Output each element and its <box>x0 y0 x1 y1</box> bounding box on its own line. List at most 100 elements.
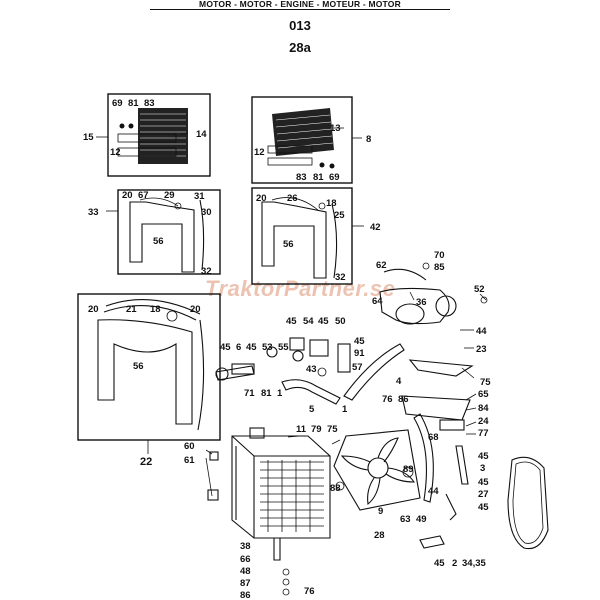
callout-3: 3 <box>480 463 485 474</box>
callout-43: 43 <box>306 364 317 375</box>
callout-84: 84 <box>478 403 489 414</box>
page-code: 28a <box>289 40 311 55</box>
callout-36: 36 <box>416 297 427 308</box>
callout-11: 11 <box>296 424 307 435</box>
callout-75: 75 <box>327 424 338 435</box>
callout-45: 45 <box>286 316 297 327</box>
callout-1: 1 <box>342 404 348 415</box>
callout-62: 62 <box>376 260 387 271</box>
callout-69: 69 <box>329 172 340 183</box>
callout-66: 66 <box>240 554 251 565</box>
leader-lines <box>181 127 487 497</box>
callout-20: 20 <box>122 190 133 201</box>
callout-18: 18 <box>150 304 161 315</box>
callout-68: 68 <box>428 432 439 443</box>
callout-20: 20 <box>88 304 99 315</box>
detail-box-shroud-42 <box>251 187 364 285</box>
callout-26: 26 <box>287 193 298 204</box>
callout-44: 44 <box>428 486 439 497</box>
watermark: TraktorPartner.se <box>205 276 396 301</box>
callout-45: 45 <box>220 342 231 353</box>
callout-86: 86 <box>398 394 409 405</box>
callout-55: 55 <box>278 342 289 353</box>
callout-77: 77 <box>478 428 489 439</box>
callout-5: 5 <box>309 404 315 415</box>
callout-75: 75 <box>480 377 491 388</box>
callout-45: 45 <box>434 558 445 569</box>
callout-34-35: 34,35 <box>462 558 486 569</box>
callout-38: 38 <box>240 541 251 552</box>
callout-76: 76 <box>304 586 315 597</box>
callout-60: 60 <box>184 441 195 452</box>
callout-20: 20 <box>256 193 267 204</box>
callout-52: 52 <box>474 284 485 295</box>
callout-54: 54 <box>303 316 314 327</box>
callout-81: 81 <box>128 98 139 109</box>
callout-85: 85 <box>434 262 445 273</box>
callout-88: 88 <box>330 483 341 494</box>
detail-box-grille-left <box>96 93 211 177</box>
cooling-fan <box>333 429 421 511</box>
radiator-assembly <box>207 427 331 596</box>
callout-81: 81 <box>261 388 272 399</box>
callout-33: 33 <box>88 207 99 218</box>
header-title-bar: MOTOR - MOTOR - ENGINE - MOTEUR - MOTOR <box>150 0 450 10</box>
callout-69: 69 <box>112 98 123 109</box>
callout-20: 20 <box>190 304 201 315</box>
callout-45: 45 <box>478 477 489 488</box>
callout-83: 83 <box>296 172 307 183</box>
callout-44: 44 <box>476 326 487 337</box>
callout-45: 45 <box>478 451 489 462</box>
callout-2: 2 <box>452 558 457 569</box>
callout-91: 91 <box>354 348 365 359</box>
callout-1: 1 <box>277 388 283 399</box>
callout-53: 53 <box>262 342 273 353</box>
callout-79: 79 <box>311 424 322 435</box>
callout-21: 21 <box>126 304 137 315</box>
callout-25: 25 <box>334 210 345 221</box>
callout-56: 56 <box>133 361 144 372</box>
callout-48: 48 <box>240 566 251 577</box>
callout-24: 24 <box>478 416 489 427</box>
thermostat-group <box>215 337 351 381</box>
callout-57: 57 <box>352 362 363 373</box>
callout-56: 56 <box>153 236 164 247</box>
callout-13: 13 <box>330 123 341 134</box>
callout-4: 4 <box>396 376 402 387</box>
callout-15: 15 <box>83 132 94 143</box>
callout-45: 45 <box>246 342 257 353</box>
callout-14: 14 <box>196 129 207 140</box>
callout-86: 86 <box>240 590 251 600</box>
callout-76: 76 <box>382 394 393 405</box>
callout-27: 27 <box>478 489 489 500</box>
callout-70: 70 <box>434 250 445 261</box>
detail-box-shroud-22 <box>77 293 221 454</box>
callout-8: 8 <box>366 134 371 145</box>
callout-83: 83 <box>144 98 155 109</box>
callout-81: 81 <box>313 172 324 183</box>
callout-71: 71 <box>244 388 255 399</box>
callout-45: 45 <box>354 336 365 347</box>
callout-6: 6 <box>236 342 241 353</box>
drive-belt <box>507 456 549 550</box>
callout-42: 42 <box>370 222 381 233</box>
callout-87: 87 <box>240 578 251 589</box>
callout-30: 30 <box>201 207 212 218</box>
air-cleaner-parts <box>379 262 488 431</box>
callout-28: 28 <box>374 530 385 541</box>
detail-box-shroud-33 <box>106 189 221 275</box>
callout-45: 45 <box>478 502 489 513</box>
detail-box-grille-right <box>251 96 362 184</box>
callout-67: 67 <box>138 190 149 201</box>
callout-31: 31 <box>194 191 205 202</box>
group-code: 013 <box>289 18 311 33</box>
callout-9: 9 <box>378 506 383 517</box>
callout-32: 32 <box>201 266 212 277</box>
callout-56: 56 <box>283 239 294 250</box>
callout-29: 29 <box>164 190 175 201</box>
callout-64: 64 <box>372 296 383 307</box>
callout-32: 32 <box>335 272 346 283</box>
callout-labels: 15 69 81 83 14 12 8 13 12 83 81 69 33 20… <box>83 98 491 600</box>
callout-18: 18 <box>326 198 337 209</box>
